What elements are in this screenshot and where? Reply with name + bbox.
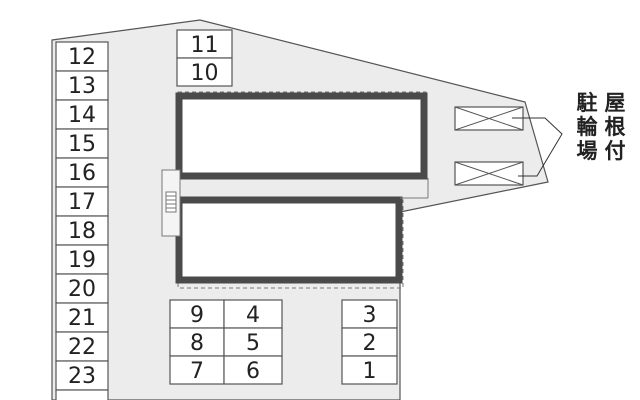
slot-number: 4 (246, 303, 260, 328)
parking-slot (169, 355, 225, 385)
caption-char: 屋 (605, 91, 626, 115)
right-slot-group: 3 2 1 (341, 299, 398, 385)
parking-slot (55, 389, 109, 400)
slot-number: 12 (68, 45, 96, 70)
slot-number: 17 (68, 190, 96, 215)
building-b (175, 196, 403, 284)
caption-char: 輪 (577, 115, 599, 139)
parking-slot (176, 57, 233, 87)
slot-number: 1 (363, 359, 377, 384)
parking-slot (55, 99, 109, 130)
slot-number: 19 (68, 248, 96, 273)
slot-number: 3 (363, 303, 377, 328)
parking-slot (55, 186, 109, 217)
left-slot-column: 12 13 14 15 16 17 18 19 20 21 22 23 (55, 41, 109, 400)
slot-number: 13 (68, 74, 96, 99)
slot-number: 21 (68, 306, 96, 331)
parking-slot (169, 327, 225, 357)
center-slot-grid: 9 8 7 4 5 6 (169, 299, 283, 385)
slot-number: 18 (68, 219, 96, 244)
bike-shelter-upper (454, 106, 524, 131)
top-slot-group: 11 10 (176, 29, 233, 87)
parking-slot (223, 355, 283, 385)
parking-slot (55, 157, 109, 188)
slot-number: 16 (68, 161, 96, 186)
parking-slot (341, 355, 398, 385)
caption-char: 根 (605, 115, 626, 139)
slot-number: 22 (68, 335, 96, 360)
slot-number: 20 (68, 277, 96, 302)
parking-slot (223, 299, 283, 329)
slot-number: 9 (190, 303, 204, 328)
parking-slot (55, 41, 109, 72)
parking-slot (223, 327, 283, 357)
slot-number: 7 (190, 359, 204, 384)
slot-number: 8 (190, 331, 204, 356)
slot-number: 6 (246, 359, 260, 384)
building-a (175, 92, 428, 180)
slot-number: 2 (363, 331, 377, 356)
caption-char: 場 (577, 139, 598, 163)
slot-number: 14 (68, 103, 96, 128)
caption-leader-line (512, 117, 563, 177)
slot-number: 5 (246, 331, 260, 356)
parking-slot (55, 70, 109, 101)
slot-number: 15 (68, 132, 96, 157)
slot-number: 11 (191, 33, 219, 58)
caption-char: 付 (605, 139, 626, 163)
parking-slot (55, 128, 109, 159)
parking-slot (341, 299, 398, 329)
bike-shelter-lower (454, 161, 524, 186)
stair-icon (165, 191, 177, 213)
caption-char: 駐 (577, 91, 598, 115)
slot-number: 23 (68, 364, 96, 389)
slot-number: 10 (191, 61, 219, 86)
parking-slot (176, 29, 233, 59)
parking-slot (55, 215, 109, 246)
parking-slot (55, 360, 109, 391)
covered-bike-parking-label: 屋 根 付 駐 輪 場 (577, 91, 626, 163)
